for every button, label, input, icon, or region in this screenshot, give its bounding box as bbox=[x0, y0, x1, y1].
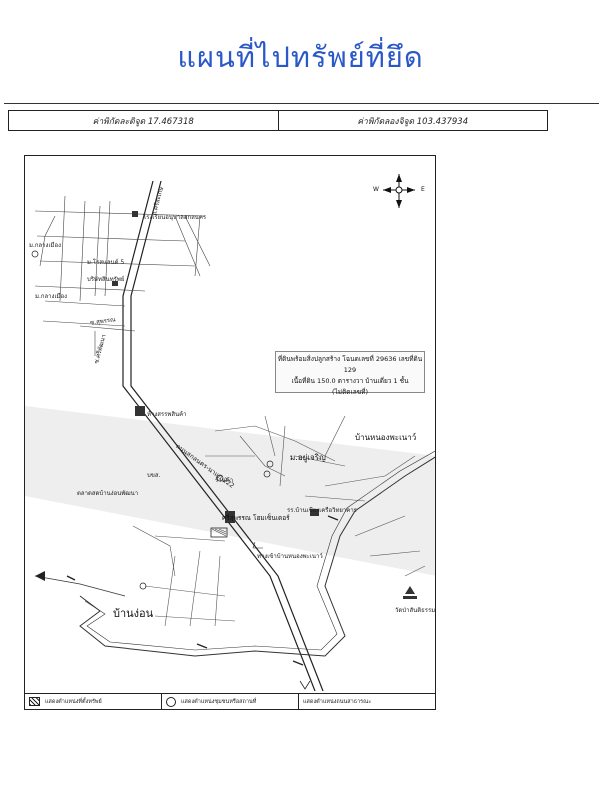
property-marker-icon bbox=[210, 527, 228, 538]
map-legend: แสดงตำแหน่งที่ตั้งทรัพย์ แสดงตำแหน่งชุมช… bbox=[24, 694, 436, 710]
river bbox=[79, 456, 435, 657]
temple-label: วัดป่าสันติธรรม bbox=[395, 607, 436, 614]
village-rot-fai: ม.โรสแลนด์ 5 bbox=[87, 259, 125, 266]
legend-label-2: แสดงตำแหน่งชุมชนหรือสถานที่ bbox=[181, 698, 257, 705]
divider-line bbox=[4, 103, 599, 104]
landmarks bbox=[112, 211, 319, 523]
callout-line-2: เนื้อที่ดิน 150.0 ตารางวา บ้านเดี่ยว 1 ช… bbox=[291, 377, 409, 385]
village-nong-phanao: บ้านหนองพะเนาว์ bbox=[355, 433, 417, 442]
school-building-icon bbox=[135, 406, 145, 416]
bus-station-label: บขส. bbox=[147, 472, 161, 479]
shop-icon bbox=[112, 281, 118, 286]
main-road-left-edge bbox=[122, 180, 316, 692]
west-arrow-icon bbox=[35, 571, 45, 581]
central-streets bbox=[132, 415, 346, 627]
school-icon bbox=[310, 509, 319, 516]
hatch-icon bbox=[29, 697, 40, 706]
village-klang-mueang-1: ม.กลางเมือง bbox=[29, 242, 62, 249]
village-klang-mueang-2: ม.กลางเมือง bbox=[35, 293, 68, 300]
access-road-label: ทางเข้าบ้านหนองพะเนาว์ bbox=[257, 553, 323, 560]
compass-icon: W E bbox=[373, 170, 425, 212]
page-title: แผนที่ไปทรัพย์ที่ยึด bbox=[177, 40, 424, 74]
legend-item-property: แสดงตำแหน่งที่ตั้งทรัพย์ bbox=[25, 694, 162, 709]
main-road-right-edge bbox=[130, 180, 324, 692]
village-yu-charoen: ม.อยู่เจริญ bbox=[290, 453, 326, 462]
temple-icon bbox=[132, 211, 138, 217]
callout-line-3: (ไม่ติดเลขที่) bbox=[331, 388, 368, 396]
community-circles bbox=[31, 250, 274, 590]
legend-label-1: แสดงตำแหน่งที่ตั้งทรัพย์ bbox=[45, 698, 102, 705]
company-label: บริษัทสินทรัพย์ bbox=[87, 276, 125, 283]
river-bank bbox=[84, 450, 435, 651]
compass-east: E bbox=[421, 186, 425, 193]
compass-west: W bbox=[373, 186, 379, 193]
callout-line-1: ที่ดินพร้อมสิ่งปลูกสร้าง โฉนดเลขที่ 2963… bbox=[277, 355, 423, 374]
temple-pagoda-icon bbox=[403, 586, 417, 599]
north-streets bbox=[34, 195, 211, 356]
east-streets bbox=[304, 455, 426, 577]
property-callout: ที่ดินพร้อมสิ่งปลูกสร้าง โฉนดเลขที่ 2963… bbox=[275, 351, 425, 396]
latitude-value: ค่าพิกัดละติจูด 17.467318 bbox=[9, 111, 279, 130]
circle-icon bbox=[166, 696, 176, 707]
prop-arrow-icon bbox=[252, 541, 263, 549]
school-label-2: รร.บ้านเชียงเครือวิทยาคาร bbox=[287, 507, 357, 514]
scan-shade bbox=[25, 406, 435, 576]
village-ban-ngon: บ้านง่อน bbox=[113, 607, 154, 620]
shop-label: ร้านค้า bbox=[215, 477, 234, 484]
coordinate-bar: ค่าพิกัดละติจูด 17.467318 ค่าพิกัดลองจิจ… bbox=[8, 110, 548, 131]
building-icon bbox=[225, 511, 235, 523]
map-drawing bbox=[25, 180, 435, 692]
legend-label-3: แสดงตำแหน่งถนนสาธารณะ bbox=[303, 698, 372, 705]
market-label: ตลาดสดบ้านง่อนพัฒนา bbox=[77, 490, 139, 497]
map[interactable]: ถ.ศรีสะเกษ โรงเรียนอนุบาลสกลนคร ม.กลางเม… bbox=[24, 155, 436, 694]
south-arrow-icon bbox=[299, 680, 311, 690]
longitude-value: ค่าพิกัดลองจิจูด 103.437934 bbox=[357, 116, 469, 127]
legend-item-road: แสดงตำแหน่งถนนสาธารณะ bbox=[299, 694, 435, 709]
school-label: โรงเรียนอนุบาลสกลนคร bbox=[143, 214, 207, 221]
bridges bbox=[66, 515, 339, 666]
store-label: ห้างสรรพสินค้า bbox=[147, 411, 187, 418]
legend-item-community: แสดงตำแหน่งชุมชนหรือสถานที่ bbox=[162, 694, 299, 709]
home-center-label: ศรีสุพรรณ โฮมเซ็นเตอร์ bbox=[222, 514, 290, 522]
west-road bbox=[34, 575, 126, 597]
